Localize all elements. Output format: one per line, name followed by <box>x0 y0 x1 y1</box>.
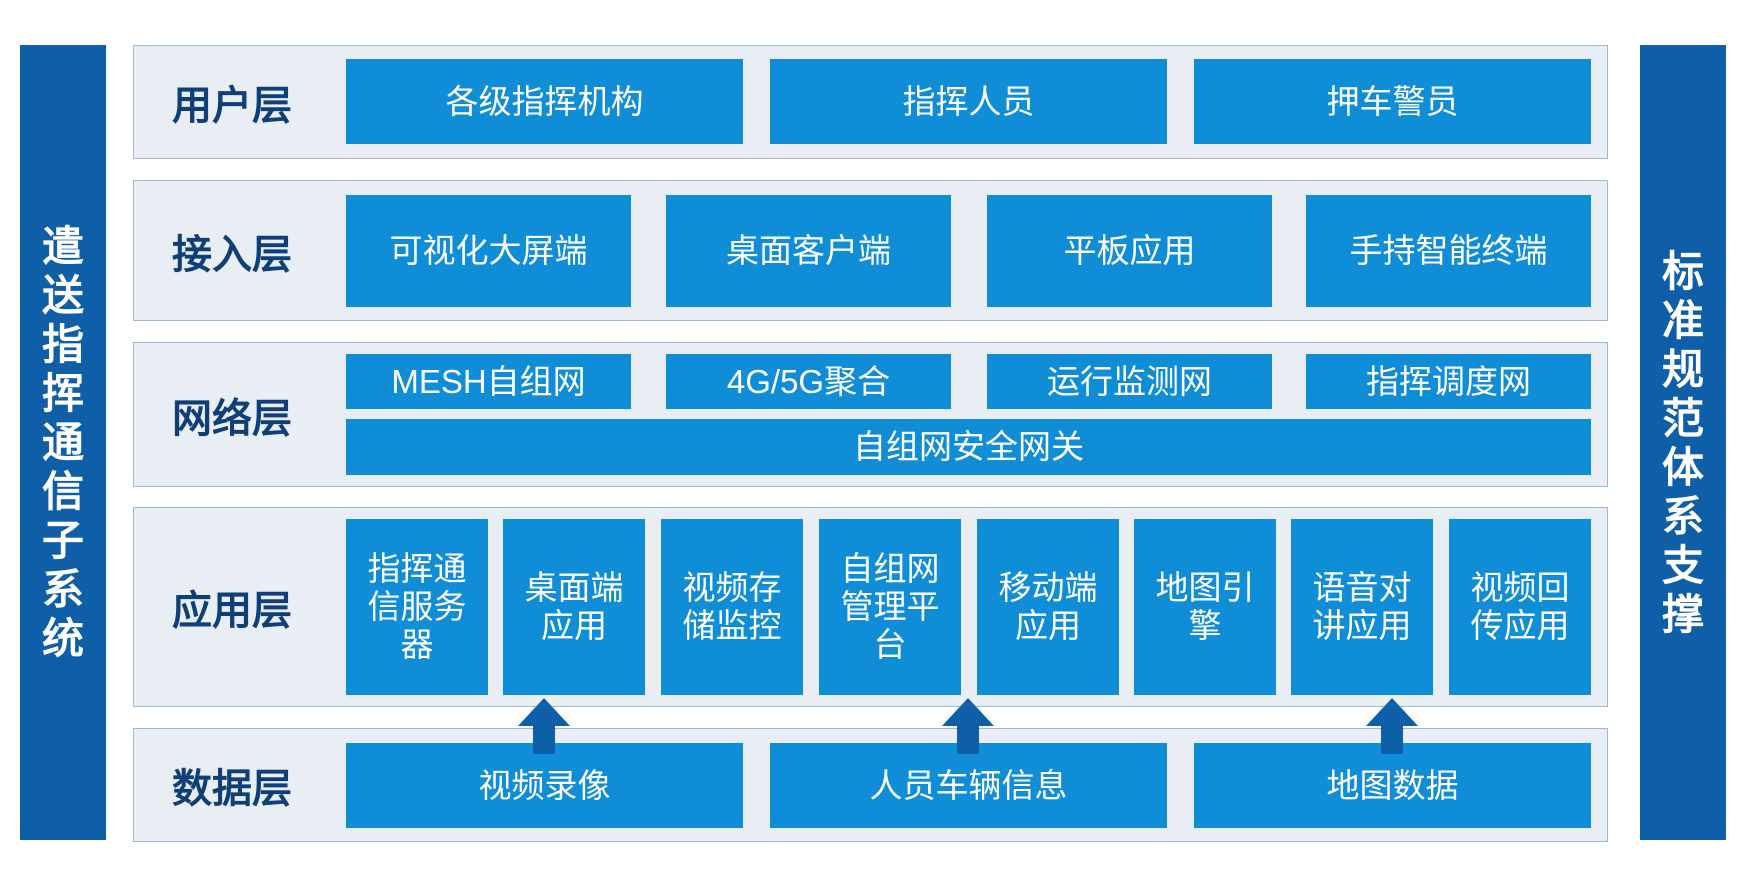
layer-user: 用户层 各级指挥机构 指挥人员 押车警员 <box>133 45 1608 159</box>
user-box: 押车警员 <box>1194 59 1591 144</box>
data-box: 地图数据 <box>1194 743 1591 828</box>
network-box: 运行监测网 <box>987 354 1272 409</box>
layer-label: 网络层 <box>172 396 292 441</box>
security-gateway-box: 自组网安全网关 <box>346 419 1591 475</box>
right-sidebar-standards: 标准规范体系支撑 <box>1640 45 1726 840</box>
application-box: 桌面端应用 <box>503 519 645 695</box>
application-box: 视频回传应用 <box>1449 519 1591 695</box>
access-box: 可视化大屏端 <box>346 195 631 307</box>
layer-label: 接入层 <box>172 232 292 277</box>
application-box: 自组网管理平台 <box>819 519 961 695</box>
network-box: 4G/5G聚合 <box>666 354 951 409</box>
layer-label: 用户层 <box>172 84 292 128</box>
left-sidebar-system-name: 遣送指挥通信子系统 <box>20 45 106 840</box>
layer-access: 接入层 可视化大屏端 桌面客户端 平板应用 手持智能终端 <box>133 180 1608 321</box>
left-sidebar-text: 遣送指挥通信子系统 <box>41 223 84 662</box>
access-box: 平板应用 <box>987 195 1272 307</box>
application-box: 视频存储监控 <box>661 519 803 695</box>
layer-data: 数据层 视频录像 人员车辆信息 地图数据 <box>133 728 1608 842</box>
data-box: 人员车辆信息 <box>770 743 1167 828</box>
user-box: 指挥人员 <box>770 59 1167 144</box>
application-box: 语音对讲应用 <box>1291 519 1433 695</box>
right-sidebar-text: 标准规范体系支撑 <box>1661 247 1704 638</box>
layer-network: 网络层 MESH自组网 4G/5G聚合 运行监测网 指挥调度网 自组网安全网关 <box>133 342 1608 487</box>
layer-application: 应用层 指挥通信服务器 桌面端应用 视频存储监控 自组网管理平台 移动端应用 地… <box>133 507 1608 707</box>
data-box: 视频录像 <box>346 743 743 828</box>
user-box: 各级指挥机构 <box>346 59 743 144</box>
application-box: 地图引擎 <box>1134 519 1276 695</box>
access-box: 手持智能终端 <box>1306 195 1591 307</box>
layer-label: 数据层 <box>172 767 292 811</box>
access-box: 桌面客户端 <box>666 195 951 307</box>
layer-label: 应用层 <box>172 589 292 633</box>
application-box: 指挥通信服务器 <box>346 519 488 695</box>
application-box: 移动端应用 <box>977 519 1119 695</box>
network-box: MESH自组网 <box>346 354 631 409</box>
network-box: 指挥调度网 <box>1306 354 1591 409</box>
